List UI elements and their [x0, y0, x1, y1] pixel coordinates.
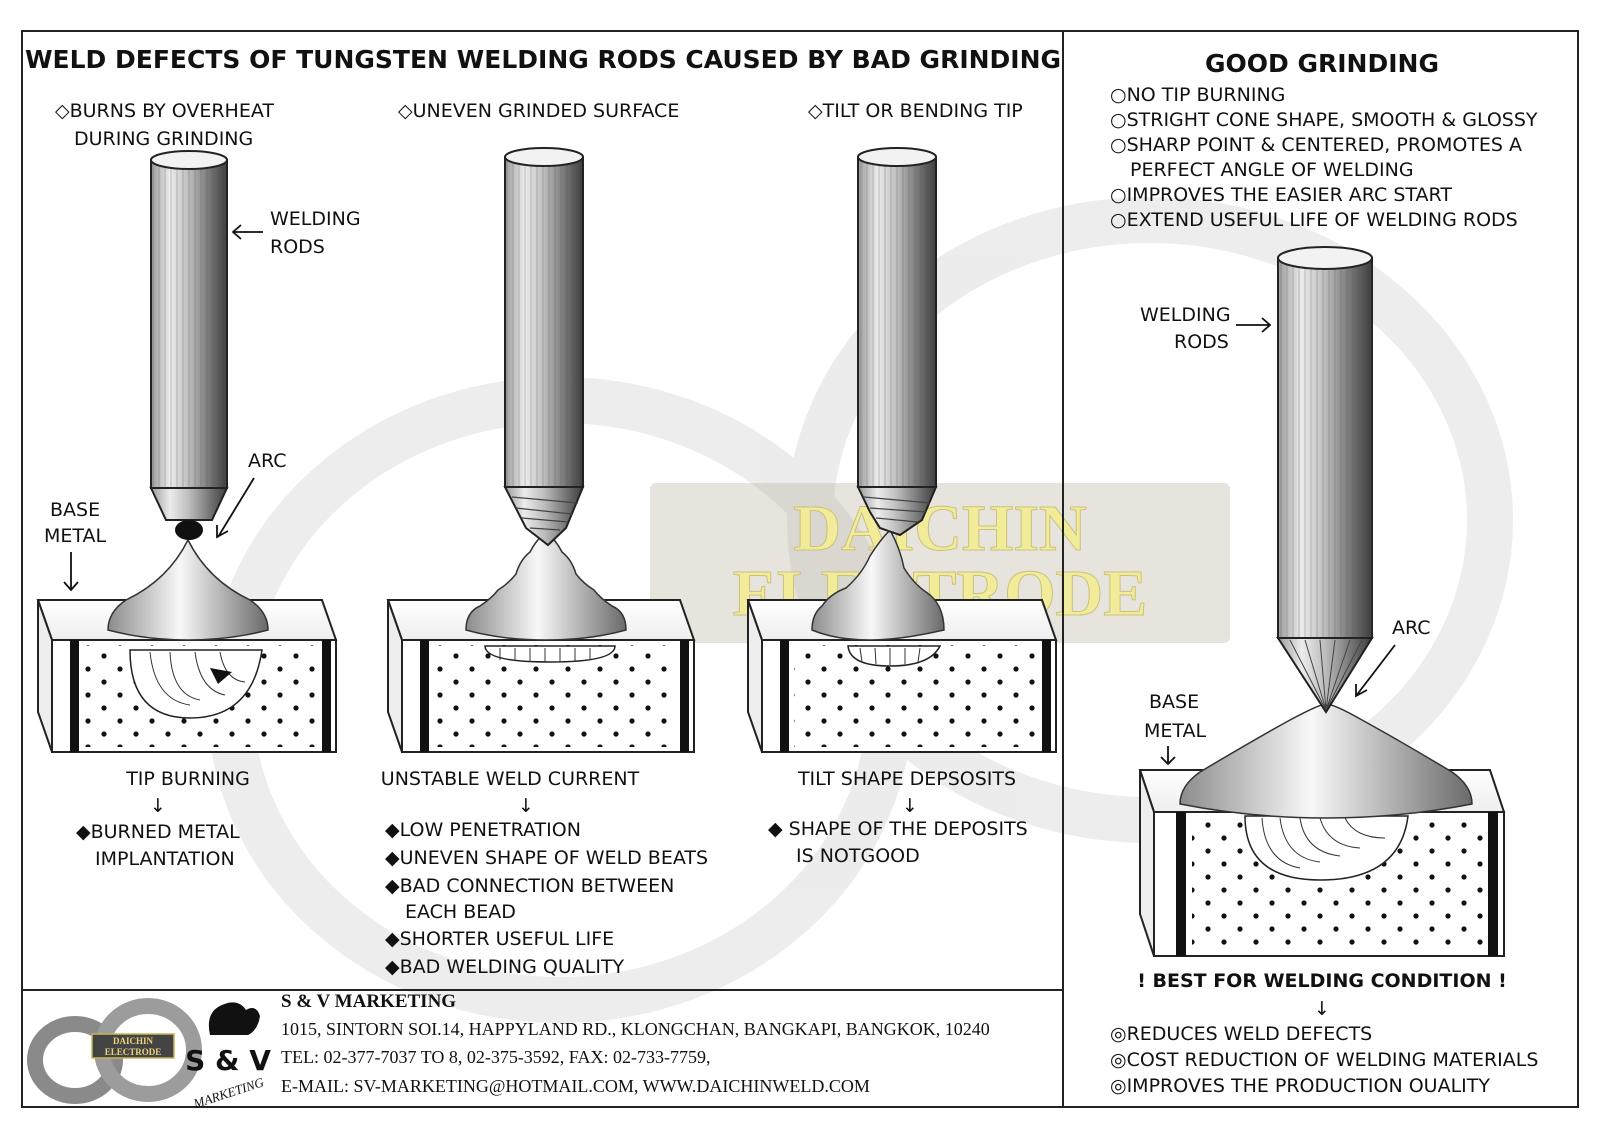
sv-logo-sub: MARKETING [191, 1074, 267, 1111]
base-metal-block-1 [36, 599, 338, 753]
daichin-logo-text-2: ELECTRODE [105, 1047, 162, 1057]
defect-2-effect-3: ◆BAD CONNECTION BETWEEN [385, 875, 674, 897]
outcome-2: ◎COST REDUCTION OF WELDING MATERIALS [1110, 1049, 1538, 1071]
arrow-icon [216, 477, 255, 539]
weld-arc-3 [811, 528, 945, 641]
defect-2-result-arrow: ↓ [518, 795, 534, 817]
welding-rod-good [1276, 246, 1374, 714]
defect-3-result: TILT SHAPE DEPSOSITS [797, 768, 1016, 790]
watermark-line-1: DAICHIN [793, 492, 1086, 565]
arrow-icon [1236, 317, 1272, 333]
welding-rod-3 [856, 147, 938, 537]
defect-2-result: UNSTABLE WELD CURRENT [381, 768, 640, 790]
defect-1-effect-1: ◆BURNED METAL [76, 821, 240, 843]
benefit-2: ○STRIGHT CONE SHAPE, SMOOTH & GLOSSY [1110, 109, 1538, 131]
defect-1-result: TIP BURNING [125, 768, 250, 790]
outcome-3: ◎IMPROVES THE PRODUCTION OUALITY [1110, 1075, 1490, 1097]
daichin-logo-text-1: DAICHIN [113, 1036, 154, 1046]
defect-1-result-arrow: ↓ [150, 795, 166, 817]
weld-arc-2 [465, 531, 627, 641]
defect-3-effect-2: IS NOTGOOD [796, 845, 920, 867]
defect-3-effect-1: ◆ SHAPE OF THE DEPOSITS [768, 818, 1028, 840]
good-result: ! BEST FOR WELDING CONDITION ! [1137, 970, 1507, 992]
benefit-1: ○NO TIP BURNING [1110, 84, 1285, 106]
diagram-uneven-surface [386, 147, 696, 753]
left-panel-title: WELD DEFECTS OF TUNGSTEN WELDING RODS CA… [25, 45, 1061, 74]
label-base-metal-good-line-2: METAL [1144, 720, 1207, 742]
daichin-logo: DAICHIN ELECTRODE [27, 998, 202, 1104]
defect-1-heading-line-2: DURING GRINDING [74, 128, 253, 150]
label-base-metal-good-line-1: BASE [1149, 691, 1199, 713]
label-welding-rods-1-line-1: WELDING [270, 208, 361, 230]
base-metal-block-good [1138, 769, 1506, 957]
sv-logo-text: S & V [185, 1044, 271, 1077]
outer-frame [21, 30, 1579, 1108]
outcome-1: ◎REDUCES WELD DEFECTS [1110, 1023, 1372, 1045]
arrow-icon [1160, 746, 1176, 766]
defect-3-result-arrow: ↓ [902, 795, 918, 817]
label-arc-good: ARC [1392, 617, 1431, 639]
weld-arc-good [1179, 703, 1473, 819]
base-metal-block-2 [386, 599, 696, 753]
welding-rod-1 [149, 150, 229, 540]
defect-2-effect-6: ◆BAD WELDING QUALITY [385, 956, 625, 978]
defect-2-effect-1: ◆LOW PENETRATION [385, 819, 581, 841]
defect-2-effect-4: EACH BEAD [405, 901, 516, 923]
label-base-metal-1-line-2: METAL [44, 525, 107, 547]
diagram-tilt-tip [746, 147, 1058, 753]
defect-2-effect-5: ◆SHORTER USEFUL LIFE [385, 928, 614, 950]
label-arc-1: ARC [248, 450, 287, 472]
benefit-6: ○EXTEND USEFUL LIFE OF WELDING RODS [1110, 209, 1518, 231]
benefit-3: ○SHARP POINT & CENTERED, PROMOTES A [1110, 134, 1522, 156]
welding-rod-2 [503, 147, 585, 547]
defect-2-heading: ◇UNEVEN GRINDED SURFACE [398, 100, 679, 122]
diagram-good-grinding [1138, 246, 1506, 957]
label-welding-rods-good-line-1: WELDING [1140, 304, 1231, 326]
diagram-tip-burning: WELDING RODS ARC BASE METAL [36, 150, 361, 753]
footer-tel: TEL: 02-377-7037 TO 8, 02-375-3592, FAX:… [281, 1047, 710, 1067]
defect-3-heading: ◇TILT OR BENDING TIP [808, 100, 1023, 122]
good-result-arrow: ↓ [1314, 998, 1330, 1020]
defect-1-heading-line-1: ◇BURNS BY OVERHEAT [55, 100, 274, 122]
right-panel-title: GOOD GRINDING [1205, 49, 1439, 78]
footer-address: 1015, SINTORN SOI.14, HAPPYLAND RD., KLO… [281, 1019, 990, 1039]
weld-arc-1 [107, 538, 269, 641]
defect-2-effect-2: ◆UNEVEN SHAPE OF WELD BEATS [385, 847, 708, 869]
arrow-icon [1355, 644, 1396, 698]
label-welding-rods-1-line-2: RODS [270, 236, 325, 258]
arrow-icon [231, 224, 263, 240]
arrow-icon [63, 552, 79, 592]
welder-icon [208, 1002, 260, 1035]
benefit-4: PERFECT ANGLE OF WELDING [1130, 159, 1414, 181]
footer-company: S & V MARKETING [281, 991, 456, 1012]
sv-marketing-logo: S & V MARKETING [185, 1002, 271, 1111]
footer-email: E-MAIL: SV-MARKETING@HOTMAIL.COM, WWW.DA… [281, 1076, 870, 1096]
label-welding-rods-good-line-2: RODS [1174, 331, 1229, 353]
defect-1-effect-2: IMPLANTATION [95, 848, 235, 870]
label-base-metal-1-line-1: BASE [50, 499, 100, 521]
burnt-tip-1 [175, 520, 203, 540]
benefit-5: ○IMPROVES THE EASIER ARC START [1110, 184, 1452, 206]
